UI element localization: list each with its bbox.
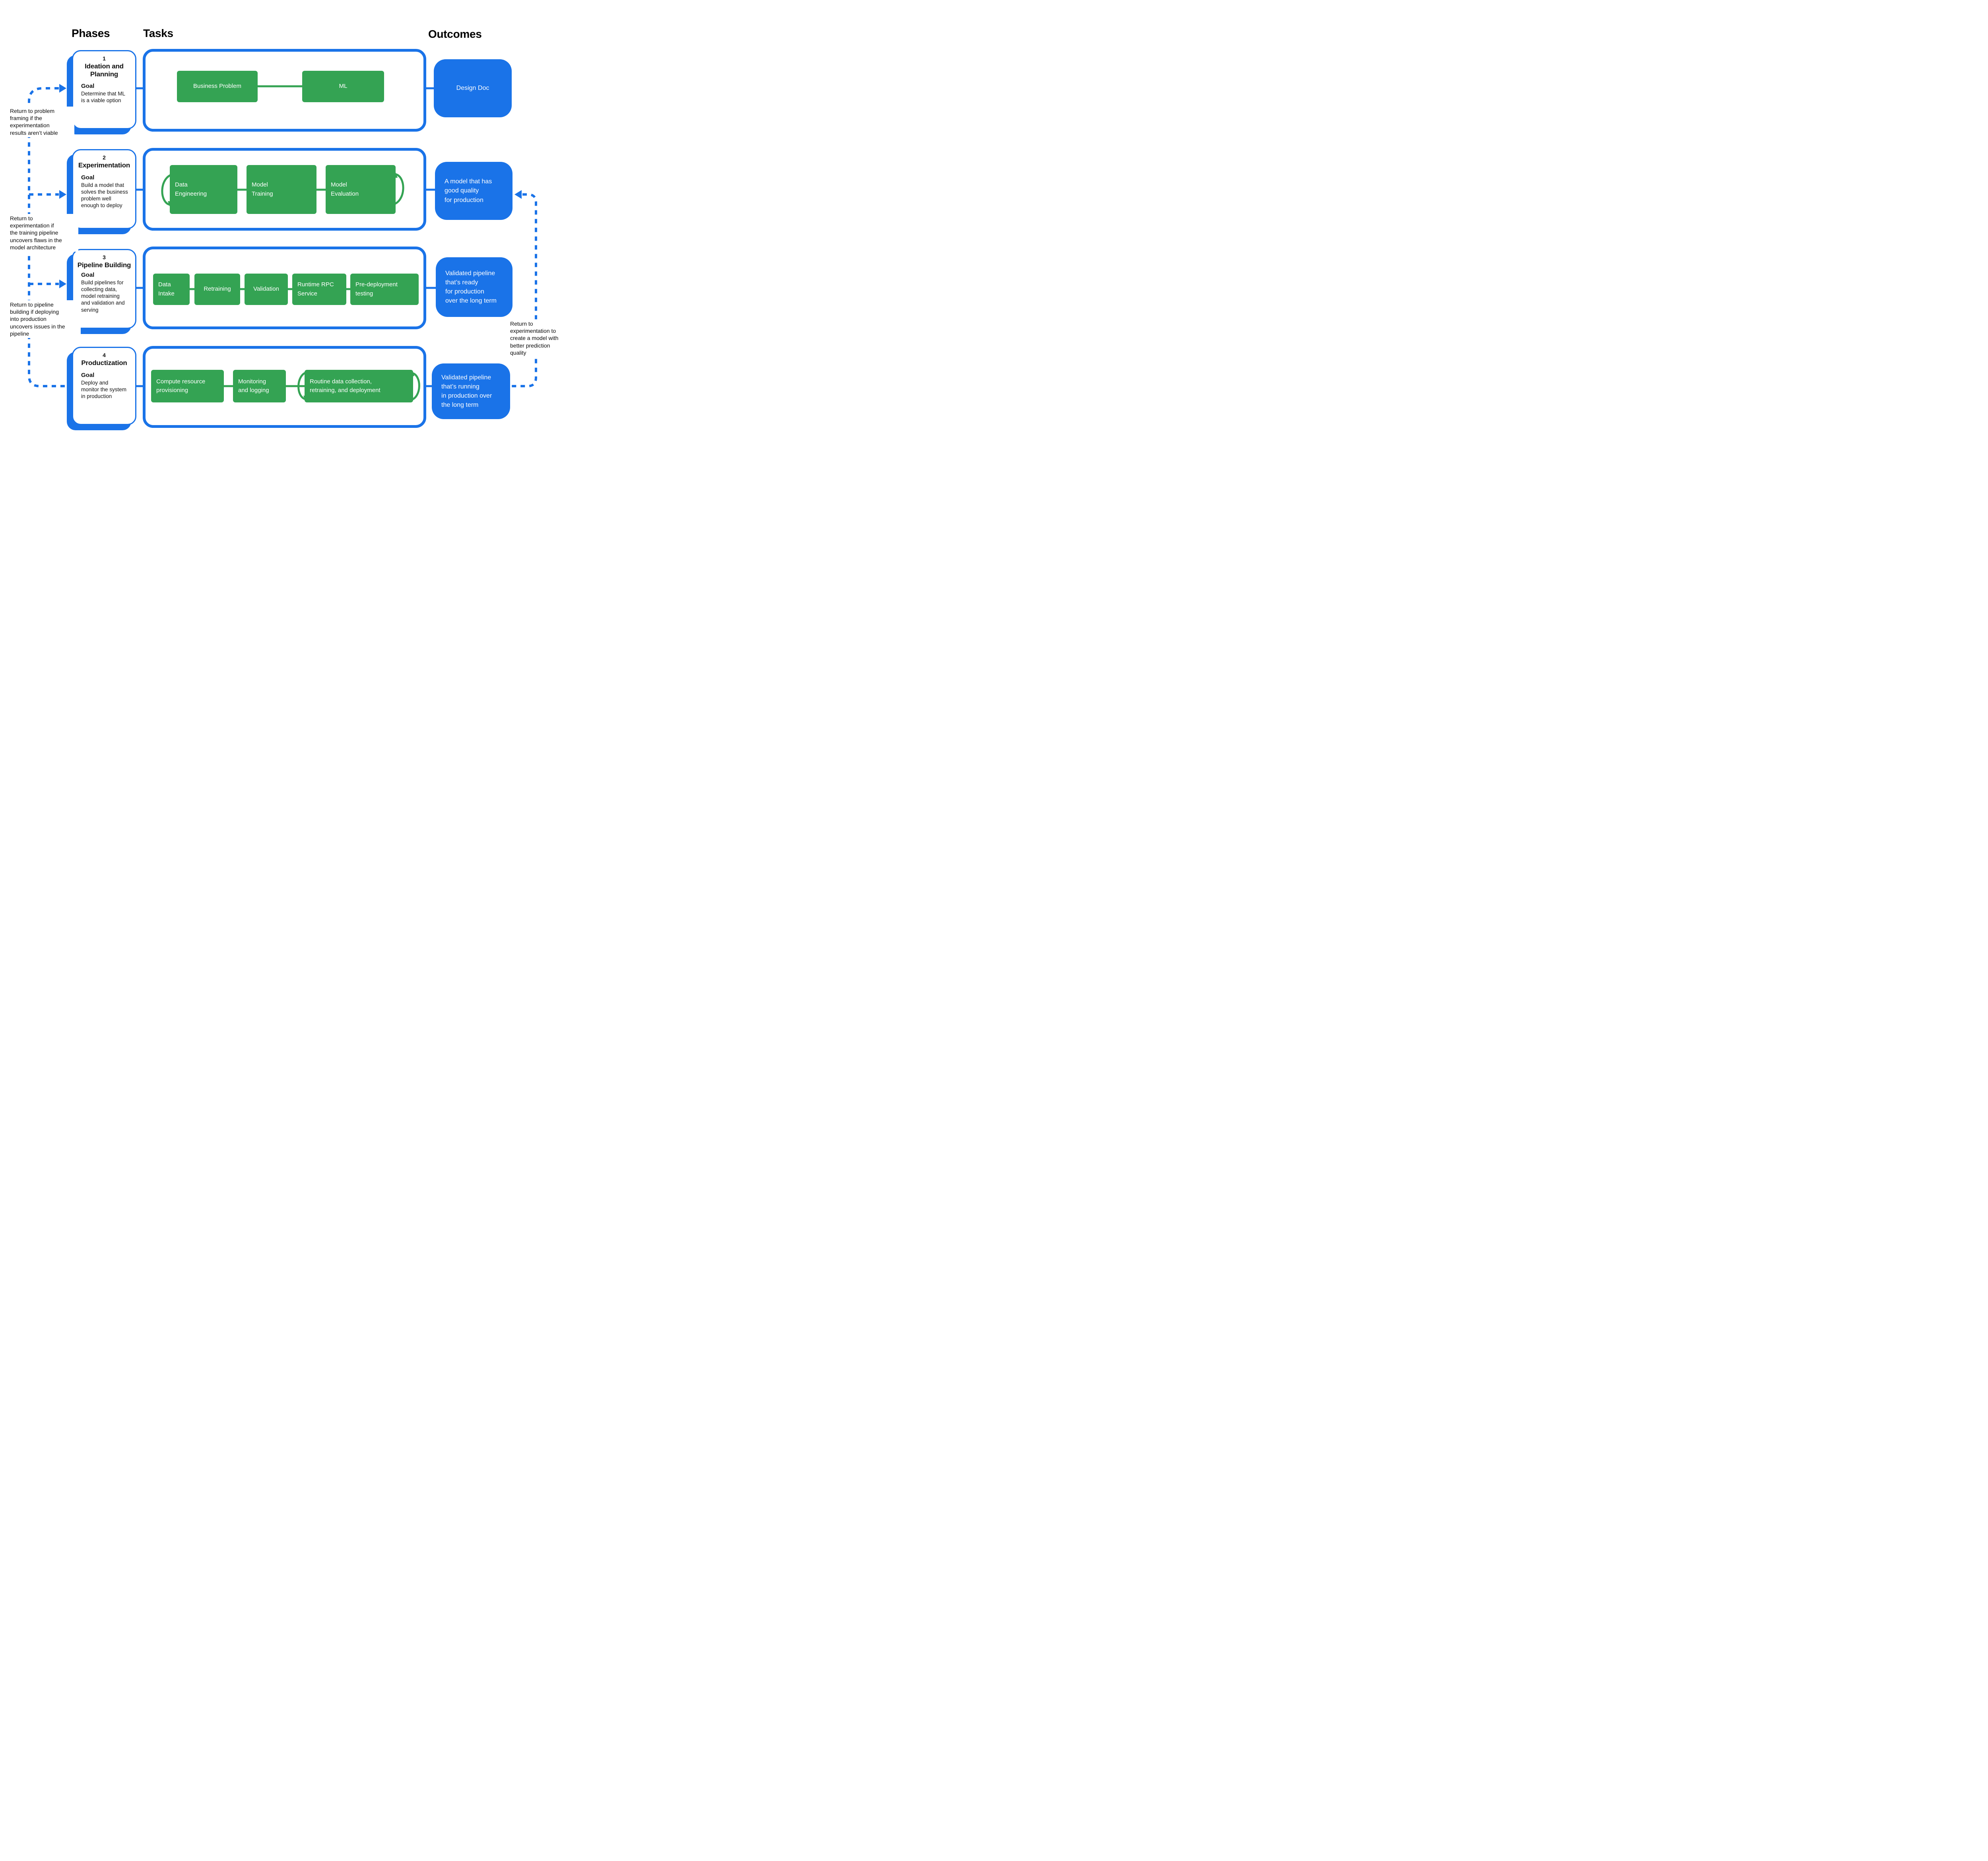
goal-text: Deploy and monitor the system in product…: [81, 379, 127, 400]
phase-number: 3: [103, 254, 106, 260]
phase-number: 4: [103, 352, 106, 358]
task-runtime-rpc-service: Runtime RPC Service: [292, 274, 346, 305]
goal-text: Build pipelines for collecting data, mod…: [81, 279, 125, 313]
phase-title: Pipeline Building: [77, 261, 131, 269]
task-pre-deployment-testing: Pre-deployment testing: [350, 274, 419, 305]
right-return-dashed-path: [512, 193, 537, 387]
annotation-return-experimentation-quality: Return to experimentation to create a mo…: [510, 319, 563, 357]
phase-box-pipeline-building: 3 Pipeline Building Goal Build pipelines…: [72, 249, 136, 329]
task-data-intake: Data Intake: [153, 274, 190, 305]
task-retraining: Retraining: [194, 274, 240, 305]
outcome-design-doc: Design Doc: [434, 59, 512, 117]
row-connector-lines: [119, 87, 437, 387]
annotation-return-problem-framing: Return to problem framing if the experim…: [10, 107, 74, 137]
goal-label: Goal: [81, 271, 95, 278]
goal-label: Goal: [81, 174, 95, 181]
task-compute-resource-provisioning: Compute resource provisioning: [151, 370, 224, 402]
annotation-return-experimentation: Return to experimentation if the trainin…: [10, 214, 78, 252]
phase-title: Ideation and Planning: [85, 62, 124, 78]
task-model-evaluation: Model Evaluation: [326, 165, 396, 214]
goal-label: Goal: [81, 371, 95, 379]
outcome-validated-pipeline-ready: Validated pipeline that’s ready for prod…: [436, 257, 513, 317]
goal-label: Goal: [81, 83, 95, 90]
task-monitoring-and-logging: Monitoring and logging: [233, 370, 286, 402]
task-validation: Validation: [245, 274, 288, 305]
phase-number: 1: [103, 55, 106, 62]
phase-number: 2: [103, 154, 106, 161]
phase-box-productization: 4 Productization Goal Deploy and monitor…: [72, 347, 136, 425]
phase-box-ideation: 1 Ideation and Planning Goal Determine t…: [72, 50, 136, 129]
tasks-column-header: Tasks: [143, 27, 173, 39]
task-routine-data-collection: Routine data collection, retraining, and…: [305, 370, 413, 402]
goal-text: Build a model that solves the business p…: [81, 182, 128, 209]
outcome-good-quality-model: A model that has good quality for produc…: [435, 162, 513, 220]
phase-title: Productization: [81, 359, 127, 367]
task-data-engineering: Data Engineering: [170, 165, 237, 214]
phases-column-header: Phases: [72, 27, 110, 39]
outcomes-column-header: Outcomes: [428, 28, 482, 40]
task-business-problem: Business Problem: [177, 71, 258, 102]
right-return-arrowhead: [514, 190, 522, 199]
task-model-training: Model Training: [247, 165, 316, 214]
outcome-validated-pipeline-running: Validated pipeline that’s running in pro…: [432, 363, 510, 419]
mlops-phases-diagram: Phases Tasks Outcomes: [0, 0, 564, 465]
phase-box-experimentation: 2 Experimentation Goal Build a model tha…: [72, 149, 136, 229]
annotation-return-pipeline-building: Return to pipeline building if deploying…: [10, 300, 81, 338]
task-ml: ML: [302, 71, 384, 102]
goal-text: Determine that ML is a viable option: [81, 91, 126, 104]
phase-title: Experimentation: [78, 161, 130, 169]
